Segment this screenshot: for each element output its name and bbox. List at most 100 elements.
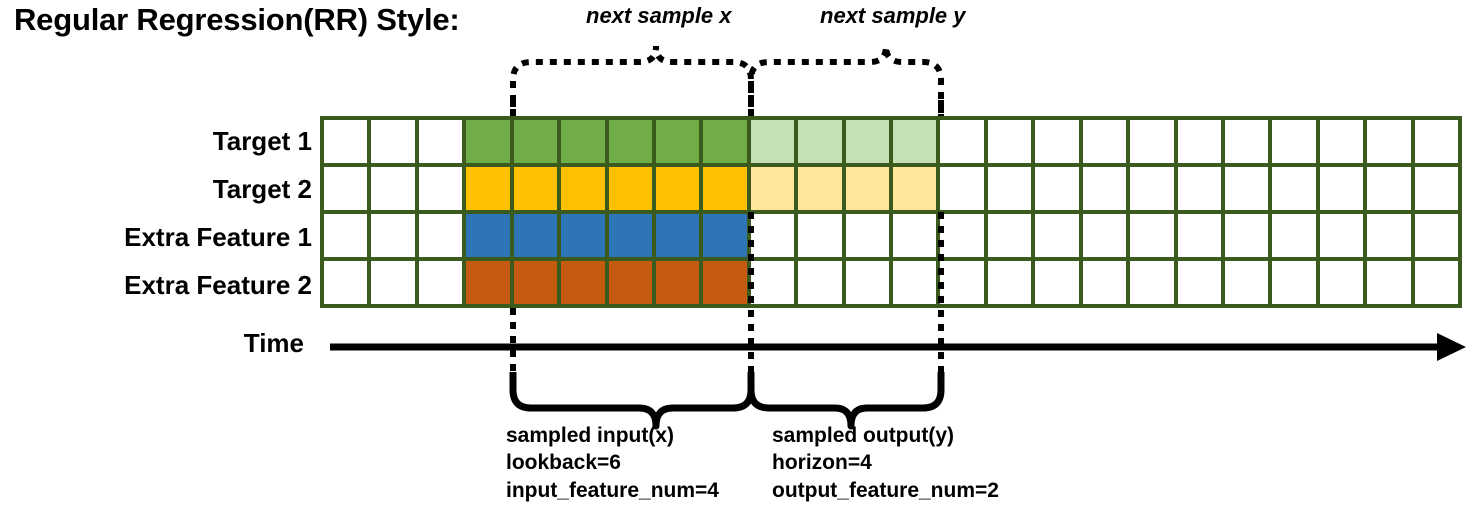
grid-cell-r2-c16-empty	[1082, 214, 1127, 257]
row-label-extra-feature-2: Extra Feature 2	[124, 270, 312, 300]
row-label-target-2: Target 2	[212, 174, 312, 204]
grid-cell-r3-c15-empty	[1035, 261, 1079, 304]
grid-cell-r3-c11-empty	[845, 261, 889, 304]
brace-top-next-sample-y	[748, 45, 944, 116]
grid-cell-r1-c21-empty	[1319, 167, 1364, 210]
grid-cell-r2-c17-empty	[1130, 214, 1174, 257]
grid-cell-r0-c5-target1-input	[561, 120, 605, 163]
grid-cell-r3-c12-empty	[893, 261, 937, 304]
annotation-next-sample-y: next sample y	[820, 3, 966, 28]
grid-cell-r3-c5-feature2-input	[561, 261, 605, 304]
grid-cell-r1-c14-empty	[987, 167, 1032, 210]
grid-cell-r3-c2-empty	[418, 261, 463, 304]
grid-cell-r2-c2-empty	[418, 214, 463, 257]
grid-cell-r0-c11-target1-output	[845, 120, 889, 163]
grid-cell-r1-c10-target2-output	[798, 167, 842, 210]
grid-cell-r2-c7-feature1-input	[655, 214, 700, 257]
grid-cell-r1-c20-empty	[1272, 167, 1316, 210]
grid-cell-r2-c11-empty	[845, 214, 889, 257]
grid-cell-r3-c19-empty	[1224, 261, 1269, 304]
grid-cell-r0-c15-empty	[1035, 120, 1079, 163]
grid-cell-r1-c22-empty	[1367, 167, 1411, 210]
brace-bottom-sampled-input	[509, 372, 755, 430]
grid-cell-r0-c0-empty	[324, 120, 368, 163]
grid-cell-r0-c9-target1-output	[750, 120, 795, 163]
grid-cell-r3-c3-feature2-input	[466, 261, 510, 304]
grid-cell-r2-c19-empty	[1224, 214, 1269, 257]
grid-cell-r2-c15-empty	[1035, 214, 1079, 257]
grid-cell-r1-c8-target2-input	[703, 167, 747, 210]
grid-cell-r1-c0-empty	[324, 167, 368, 210]
grid-cell-r0-c18-empty	[1177, 120, 1221, 163]
grid-cell-r1-c9-target2-output	[750, 167, 795, 210]
grid-cell-r1-c12-target2-output	[893, 167, 937, 210]
annotation-next-sample-x: next sample x	[586, 3, 732, 28]
grid-cell-r2-c20-empty	[1272, 214, 1316, 257]
sampled-input-feature-num: input_feature_num=4	[506, 478, 719, 502]
grid-cell-r1-c6-target2-input	[608, 167, 652, 210]
brace-top-next-sample-x	[510, 45, 754, 116]
grid-cell-r3-c4-feature2-input	[513, 261, 558, 304]
grid-cell-r1-c23-empty	[1414, 167, 1458, 210]
grid-cell-r0-c4-target1-input	[513, 120, 558, 163]
time-axis-arrowhead	[1437, 333, 1466, 361]
grid-cell-r1-c1-empty	[371, 167, 415, 210]
timeseries-grid	[320, 116, 1462, 308]
grid-cell-r3-c22-empty	[1367, 261, 1411, 304]
grid-cell-r0-c10-target1-output	[798, 120, 842, 163]
sampled-input-title: sampled input(x)	[506, 424, 675, 447]
grid-cell-r1-c7-target2-input	[655, 167, 700, 210]
grid-cell-r0-c21-empty	[1319, 120, 1364, 163]
grid-cell-r1-c5-target2-input	[561, 167, 605, 210]
grid-cell-r0-c7-target1-input	[655, 120, 700, 163]
page-title: Regular Regression(RR) Style:	[14, 2, 460, 37]
grid-cell-r2-c22-empty	[1367, 214, 1411, 257]
grid-cell-r1-c15-empty	[1035, 167, 1079, 210]
sampled-input-lookback: lookback=6	[506, 451, 621, 475]
sampled-output-horizon: horizon=4	[772, 451, 872, 475]
grid-cell-r2-c14-empty	[987, 214, 1032, 257]
grid-cell-r0-c14-empty	[987, 120, 1032, 163]
grid-cell-r0-c22-empty	[1367, 120, 1411, 163]
grid-cell-r0-c13-empty	[940, 120, 984, 163]
grid-cell-r2-c21-empty	[1319, 214, 1364, 257]
row-label-target-1: Target 1	[212, 126, 312, 156]
grid-cell-r2-c23-empty	[1414, 214, 1458, 257]
annotation-sampled-output: sampled output(y) horizon=4 output_featu…	[772, 422, 999, 504]
sampled-output-title: sampled output(y)	[772, 424, 954, 447]
sampled-output-feature-num: output_feature_num=2	[772, 478, 999, 502]
grid-cell-r0-c6-target1-input	[608, 120, 652, 163]
grid-cell-r0-c12-target1-output	[893, 120, 937, 163]
grid-cell-r2-c12-empty	[893, 214, 937, 257]
grid-cell-r1-c4-target2-input	[513, 167, 558, 210]
grid-cell-r2-c13-empty	[940, 214, 984, 257]
grid-cell-r3-c9-empty	[750, 261, 795, 304]
grid-cell-r1-c18-empty	[1177, 167, 1221, 210]
grid-cell-r3-c7-feature2-input	[655, 261, 700, 304]
row-label-group: Target 1 Target 2 Extra Feature 1 Extra …	[8, 116, 312, 308]
grid-cell-r0-c8-target1-input	[703, 120, 747, 163]
grid-cell-r3-c21-empty	[1319, 261, 1364, 304]
grid-cell-r3-c8-feature2-input	[703, 261, 747, 304]
grid-cell-r2-c3-feature1-input	[466, 214, 510, 257]
grid-cell-r2-c18-empty	[1177, 214, 1221, 257]
grid-cell-r3-c6-feature2-input	[608, 261, 652, 304]
grid-cell-r0-c3-target1-input	[466, 120, 510, 163]
grid-cell-r1-c3-target2-input	[466, 167, 510, 210]
grid-cell-r3-c17-empty	[1130, 261, 1174, 304]
grid-cell-r3-c18-empty	[1177, 261, 1221, 304]
grid-cell-r2-c6-feature1-input	[608, 214, 652, 257]
grid-cell-r1-c16-empty	[1082, 167, 1127, 210]
grid-cell-r1-c17-empty	[1130, 167, 1174, 210]
annotation-sampled-input: sampled input(x) lookback=6 input_featur…	[506, 422, 719, 504]
grid-cell-r2-c10-empty	[798, 214, 842, 257]
grid-cell-r1-c11-target2-output	[845, 167, 889, 210]
row-label-extra-feature-1: Extra Feature 1	[124, 222, 312, 252]
grid-cell-r1-c13-empty	[940, 167, 984, 210]
grid-cell-r2-c8-feature1-input	[703, 214, 747, 257]
grid-cell-r2-c9-empty	[750, 214, 795, 257]
grid-cell-r3-c0-empty	[324, 261, 368, 304]
grid-cell-r3-c1-empty	[371, 261, 415, 304]
grid-cell-r3-c23-empty	[1414, 261, 1458, 304]
